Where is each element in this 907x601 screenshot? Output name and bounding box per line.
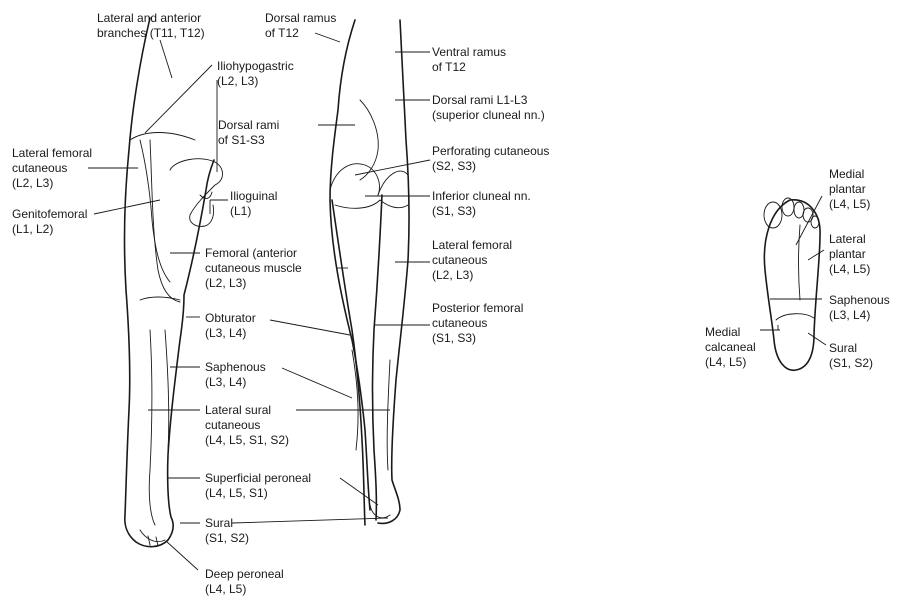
label-iliohypogastric: Iliohypogastric (L2, L3) — [217, 59, 297, 88]
label-foot-medial-calcaneal: Medial calcaneal (L4, L5) — [705, 325, 759, 369]
label-lateral-femoral-posterior: Lateral femoral cutaneous (L2, L3) — [432, 238, 515, 282]
label-dorsal-rami-l1-l3: Dorsal rami L1-L3 (superior cluneal nn.) — [432, 93, 545, 122]
plantar-medial-lateral-divider — [799, 225, 801, 300]
genital-region — [170, 159, 223, 227]
label-posterior-femoral: Posterior femoral cutaneous (S1, S3) — [432, 301, 527, 345]
label-lateral-femoral-anterior: Lateral femoral cutaneous (L2, L3) — [12, 146, 95, 190]
label-dorsal-ramus-t12: Dorsal ramus of T12 — [265, 11, 340, 40]
buttock-right — [378, 171, 408, 195]
label-foot-lateral-plantar: Lateral plantar (L4, L5) — [829, 232, 870, 276]
toe-5 — [811, 216, 819, 228]
label-foot-saphenous: Saphenous (L3, L4) — [829, 293, 893, 322]
toe-1 — [764, 202, 782, 228]
label-lateral-anterior-branches: Lateral and anterior branches (T11, T12) — [97, 11, 205, 40]
posterior-heel — [370, 505, 390, 518]
posterior-right-outline — [378, 20, 409, 523]
posterior-inner-right — [373, 195, 383, 520]
gluteal-fold — [335, 200, 408, 208]
anterior-calf-zone — [165, 330, 169, 450]
anterior-shin-zone — [149, 330, 155, 525]
label-lateral-sural: Lateral sural cutaneous (L4, L5, S1, S2) — [205, 403, 289, 447]
label-sural: Sural (S1, S2) — [205, 516, 249, 545]
anterior-hip-crease — [130, 133, 195, 141]
anterior-foot-toes — [140, 530, 165, 546]
label-foot-sural: Sural (S1, S2) — [829, 341, 873, 370]
label-ventral-ramus-t12: Ventral ramus of T12 — [432, 45, 509, 74]
posterior-figure — [330, 20, 409, 525]
label-perforating-cutaneous: Perforating cutaneous (S2, S3) — [432, 144, 553, 173]
label-saphenous: Saphenous (L3, L4) — [205, 360, 269, 389]
label-deep-peroneal: Deep peroneal (L4, L5) — [205, 567, 287, 596]
superior-cluneal-zone — [360, 100, 378, 180]
label-inferior-cluneal: Inferior cluneal nn. (S1, S3) — [432, 189, 534, 218]
label-foot-medial-plantar: Medial plantar (L4, L5) — [829, 167, 870, 211]
nerve-labels: Lateral and anterior branches (T11, T12)… — [12, 11, 893, 596]
plantar-foot-figure — [764, 198, 820, 370]
label-genitofemoral: Genitofemoral (L1, L2) — [12, 207, 91, 236]
posterior-inner-left — [332, 200, 365, 525]
label-femoral: Femoral (anterior cutaneous muscle (L2, … — [205, 246, 305, 290]
posterior-left-outline — [330, 20, 370, 510]
label-obturator: Obturator (L3, L4) — [205, 311, 259, 340]
label-superficial-peroneal: Superficial peroneal (L4, L5, S1) — [205, 471, 314, 500]
toe-3 — [794, 202, 804, 218]
label-dorsal-rami-s1-s3: Dorsal rami of S1-S3 — [218, 118, 283, 147]
anterior-leg-outline — [125, 18, 214, 547]
plantar-heel-line — [776, 314, 814, 320]
lateral-femoral-zone-anterior — [140, 140, 170, 282]
label-ilioinguinal: Ilioguinal (L1) — [230, 189, 281, 218]
